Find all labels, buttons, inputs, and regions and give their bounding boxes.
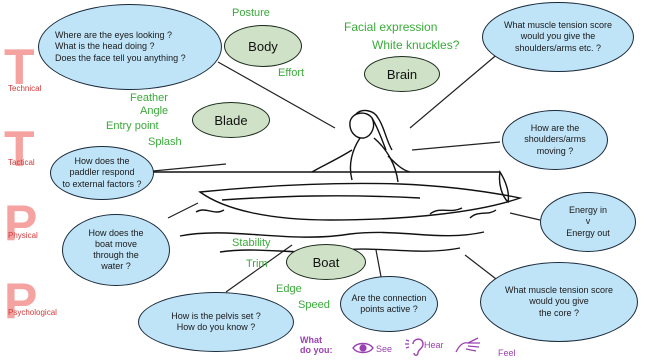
question-pelvis: How is the pelvis set ? How do you know … (138, 292, 294, 352)
hub-body: Body (224, 25, 302, 67)
cue-edge: Edge (276, 283, 302, 295)
cue-stability: Stability (232, 237, 271, 249)
question-shoulders-moving: How are the shoulders/arms moving ? (502, 110, 608, 170)
footer-see: See (376, 344, 392, 354)
tips-letter-p1: P (4, 198, 37, 248)
cue-angle: Angle (140, 105, 168, 117)
eye-icon (352, 341, 374, 355)
hub-boat: Boat (286, 244, 366, 280)
cue-posture: Posture (232, 7, 270, 19)
footer-feel: Feel (498, 348, 516, 358)
question-energy: Energy in v Energy out (540, 192, 636, 252)
question-eyes-head-face: Where are the eyes looking ? What is the… (38, 4, 222, 90)
ear-icon (404, 334, 426, 358)
cue-speed: Speed (298, 299, 330, 311)
question-tension-core: What muscle tension score would you give… (480, 262, 638, 342)
cue-entry-point: Entry point (106, 120, 159, 132)
tips-label-tactical: Tactical (8, 158, 35, 167)
tips-letter-p2: P (4, 276, 37, 326)
cue-white-knuckles: White knuckles? (372, 38, 459, 52)
footer-hear: Hear (424, 340, 444, 350)
hub-brain: Brain (364, 56, 440, 92)
hub-blade: Blade (192, 102, 270, 138)
tips-label-psychological: Psychological (8, 308, 57, 317)
question-tension-shoulders: What muscle tension score would you give… (482, 2, 634, 72)
cue-feather: Feather (130, 92, 168, 104)
cue-splash: Splash (148, 136, 182, 148)
cue-trim: Trim (246, 258, 268, 270)
tips-label-technical: Technical (8, 84, 41, 93)
question-boat-move: How does the boat move through the water… (62, 214, 170, 286)
tips-label-physical: Physical (8, 231, 38, 240)
footer-what-label: What do you: (300, 336, 333, 356)
footer-do-you: do you: (300, 346, 333, 356)
cue-effort: Effort (278, 67, 304, 79)
cue-facial-expression: Facial expression (344, 20, 437, 34)
hand-icon (454, 334, 484, 356)
question-external-factors: How does the paddler respond to external… (50, 146, 154, 200)
question-connection: Are the connection points active ? (340, 276, 438, 332)
